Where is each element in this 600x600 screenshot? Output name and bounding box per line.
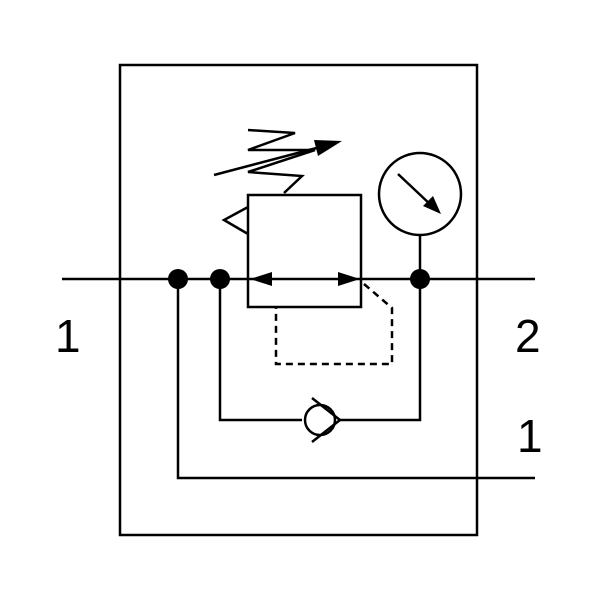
return-line-right <box>340 279 422 422</box>
junction-dot-3 <box>410 269 430 289</box>
check-valve-seat <box>311 397 343 443</box>
spring-icon <box>247 128 316 194</box>
junction-dot-1 <box>168 269 188 289</box>
regulator-body <box>246 193 363 309</box>
flow-arrow-left <box>250 272 272 286</box>
gauge-needle-head <box>423 196 441 214</box>
flow-arrow-right <box>338 272 360 286</box>
spring-arrow-head <box>314 140 342 156</box>
port-label-right-outlet: 2 <box>515 310 541 362</box>
regulator-notch <box>221 205 249 236</box>
housing-frame <box>118 63 479 537</box>
check-valve-ball <box>303 403 337 437</box>
pilot-line-dashed <box>274 283 394 366</box>
port-label-right-inlet: 1 <box>517 410 543 462</box>
return-line-left <box>218 279 302 422</box>
junction-dot-2 <box>210 269 230 289</box>
spring-adjust-arrow-line <box>213 143 329 177</box>
bypass-line <box>176 279 535 480</box>
gauge-needle <box>397 173 433 207</box>
port-label-left-inlet: 1 <box>55 310 81 362</box>
